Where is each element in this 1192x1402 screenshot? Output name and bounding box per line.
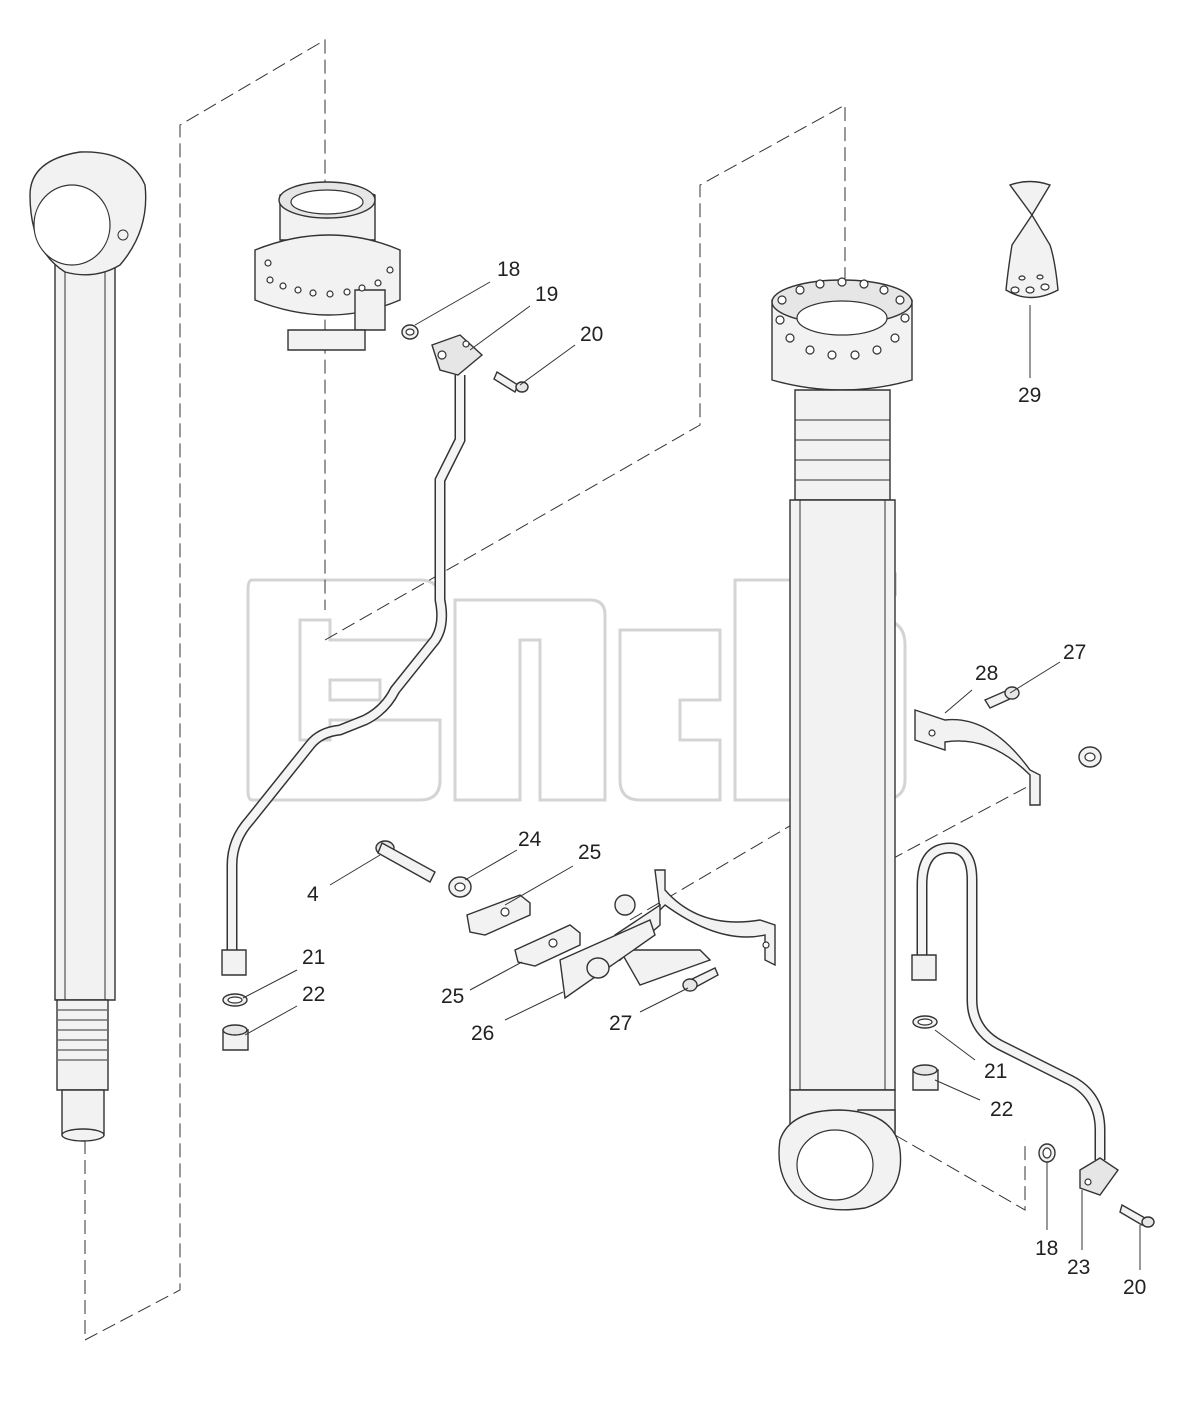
part-29-dispenser (1005, 180, 1059, 299)
plug-22-right (912, 1064, 939, 1091)
label-28: 28 (975, 662, 998, 685)
label-22-left: 22 (302, 983, 325, 1006)
plug-22-left (222, 1024, 249, 1051)
label-24: 24 (518, 828, 542, 851)
cylinder-barrel (771, 277, 913, 1211)
nut-bracket-bottom (586, 957, 610, 979)
clamp-half-25-top (466, 894, 531, 936)
label-18-top: 18 (497, 258, 520, 281)
hydraulic-pipe-left (221, 334, 484, 976)
washer-24 (448, 876, 472, 898)
label-25-top: 25 (578, 841, 601, 864)
cylinder-head (254, 181, 401, 351)
nut-bracket-top (614, 894, 636, 916)
label-4: 4 (307, 883, 319, 906)
o-ring-18-top (401, 324, 419, 340)
o-ring-21-left (222, 993, 248, 1007)
label-18-bottom: 18 (1035, 1237, 1058, 1260)
label-29: 29 (1018, 384, 1041, 407)
bracket-assembly-26 (559, 869, 776, 1000)
barrel-bolt-holes (775, 277, 910, 360)
label-27-top: 27 (1063, 641, 1086, 664)
nut-top-right (1078, 746, 1102, 768)
label-25-bottom: 25 (441, 985, 464, 1008)
clamp-half-25-bottom (514, 924, 581, 967)
label-26: 26 (471, 1022, 494, 1045)
label-21-right: 21 (984, 1060, 1007, 1083)
bolt-27-top (983, 686, 1020, 709)
hydraulic-pipe-right (911, 842, 1119, 1196)
label-20-bottom: 20 (1123, 1276, 1146, 1299)
assembly-dashed-lines (84, 39, 1041, 1341)
label-23: 23 (1067, 1256, 1090, 1279)
bolt-20-top (493, 370, 529, 394)
bolt-20-bottom (1119, 1203, 1155, 1228)
head-bolt-holes (264, 259, 394, 298)
label-21-left: 21 (302, 946, 325, 969)
bolt-27-bottom (682, 967, 719, 992)
clamp-28 (914, 709, 1041, 806)
leader-lines (242, 281, 1141, 1270)
label-22-right: 22 (990, 1098, 1013, 1121)
label-19: 19 (535, 283, 558, 306)
bolt-4 (375, 840, 436, 883)
o-ring-18-bottom (1038, 1143, 1056, 1163)
label-27-bottom: 27 (609, 1012, 632, 1035)
cylinder-rod (29, 151, 147, 1142)
o-ring-21-right (912, 1015, 938, 1029)
label-20-top: 20 (580, 323, 603, 346)
part-labels: 18 19 20 29 28 27 24 25 4 21 22 25 26 27… (302, 258, 1146, 1299)
